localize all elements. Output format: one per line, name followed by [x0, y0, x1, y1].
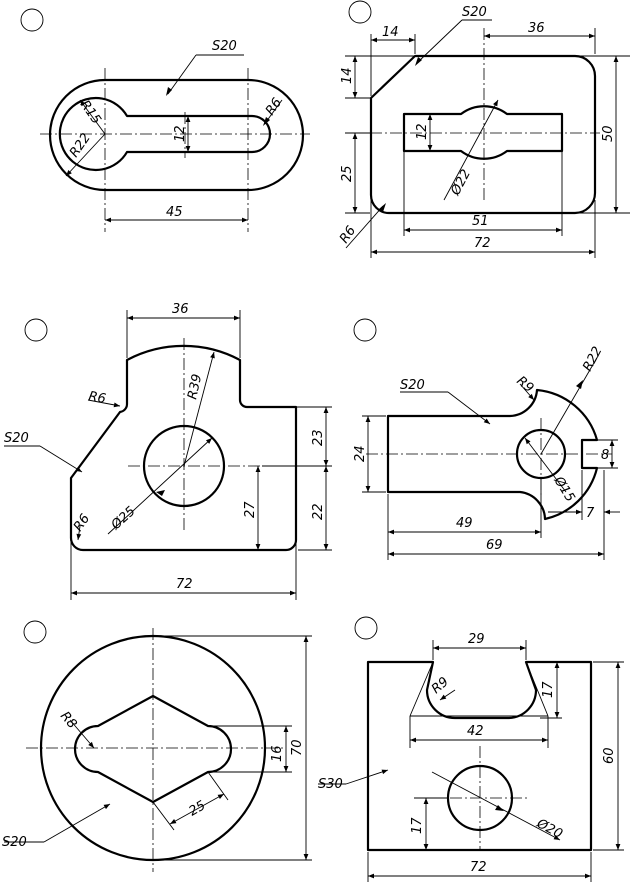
- figure-3-dim-circle: Ø25: [108, 504, 139, 534]
- figure-4: S20 R9 R22 24 8 Ø15 7 49 69: [353, 318, 620, 560]
- figure-3: 36 R39 R6 S20 23 22 27 Ø25 R6 72: [4, 302, 332, 600]
- figure-6-dim-depth: 17: [541, 681, 556, 698]
- figure-4-dim-height: 24: [353, 445, 368, 462]
- figure-6-radius-fillet: R9: [429, 674, 452, 697]
- figure-6-outline: [366, 660, 593, 852]
- figure-5-dim-diameter: 70: [290, 739, 305, 756]
- figure-5-radius-end: R8: [57, 709, 80, 732]
- figure-6-thickness-label: S30: [318, 777, 343, 792]
- figure-4-radius-small: R9: [513, 374, 536, 397]
- figure-1-radius-end: R6: [263, 96, 285, 119]
- figure-6-dim-circle: Ø20: [533, 816, 565, 842]
- figure-1-thickness-label: S20: [212, 39, 237, 54]
- figure-3-dim-right-upper: 23: [311, 429, 326, 446]
- figure-2: 14 14 25 36 50 12 Ø22 S20 51: [337, 0, 630, 258]
- figure-1: 45 12 S20 R15 R22 R6: [20, 8, 310, 232]
- figure-6-dim-top: 29: [468, 632, 485, 647]
- figure-5-dim-slot: 16: [270, 745, 285, 762]
- figure-2-dim-chamfer: 14: [382, 25, 399, 40]
- figure-4-dim-len1: 49: [456, 516, 473, 531]
- figure-3-radius-small-bottom: R6: [71, 512, 93, 535]
- figure-3-radius-big: R39: [185, 373, 205, 401]
- figure-1-dim-width: 45: [166, 205, 183, 220]
- figure-2-dim-slot-length: 51: [472, 214, 489, 229]
- figure-2-radius-corner: R6: [337, 224, 359, 247]
- figure-1-number-circle: [20, 8, 44, 32]
- figure-1-radius-big: R22: [67, 131, 94, 161]
- figure-4-dim-offset: 7: [586, 506, 595, 521]
- figure-5-dim-diag: 25: [187, 798, 209, 819]
- figure-3-outline: [69, 344, 298, 552]
- figure-4-number-circle: [353, 318, 377, 342]
- figure-1-dim-slot: 12: [173, 125, 188, 142]
- figure-2-outline: [369, 54, 597, 215]
- figure-6: 29 R9 17 42 60 S30 17 Ø20: [318, 616, 624, 882]
- figure-2-dim-height: 50: [601, 125, 616, 142]
- figure-6-number-circle: [354, 616, 378, 640]
- figure-2-dim-chamfer-v: 14: [340, 67, 355, 84]
- figure-6-dim-height: 60: [602, 747, 617, 764]
- figure-3-radius-small-top: R6: [87, 389, 107, 407]
- figure-2-dim-lower: 25: [340, 165, 355, 182]
- figure-2-dim-slot: 12: [415, 123, 430, 140]
- figure-5: R8 16 70 25 S20: [2, 620, 312, 872]
- figure-2-thickness-label: S20: [462, 5, 487, 20]
- figure-6-dim-center-height: 17: [410, 817, 425, 834]
- figure-3-dim-right-lower: 22: [311, 503, 326, 520]
- figure-4-dim-len2: 69: [486, 538, 503, 553]
- figure-2-dim-circle: Ø22: [448, 167, 474, 199]
- figure-6-dim-bottom-width: 42: [467, 724, 484, 739]
- figure-3-dim-top: 36: [172, 302, 189, 317]
- figure-3-number-circle: [24, 318, 48, 342]
- figure-3-dim-center-height: 27: [243, 501, 258, 518]
- figure-4-thickness-label: S20: [400, 378, 425, 393]
- figure-5-thickness-label: S20: [2, 835, 27, 850]
- figure-3-dim-width: 72: [176, 577, 193, 592]
- figure-4-dim-circle: Ø15: [550, 473, 577, 505]
- figure-4-dim-slot: 8: [601, 448, 609, 463]
- figure-4-radius-big: R22: [580, 344, 605, 374]
- figure-3-thickness-label: S20: [4, 431, 29, 446]
- figure-2-dim-top-offset: 36: [528, 21, 545, 36]
- figure-6-dim-width: 72: [470, 860, 487, 875]
- figure-2-dim-width: 72: [474, 236, 491, 251]
- figure-5-number-circle: [23, 620, 47, 644]
- figure-2-number-circle: [348, 0, 372, 24]
